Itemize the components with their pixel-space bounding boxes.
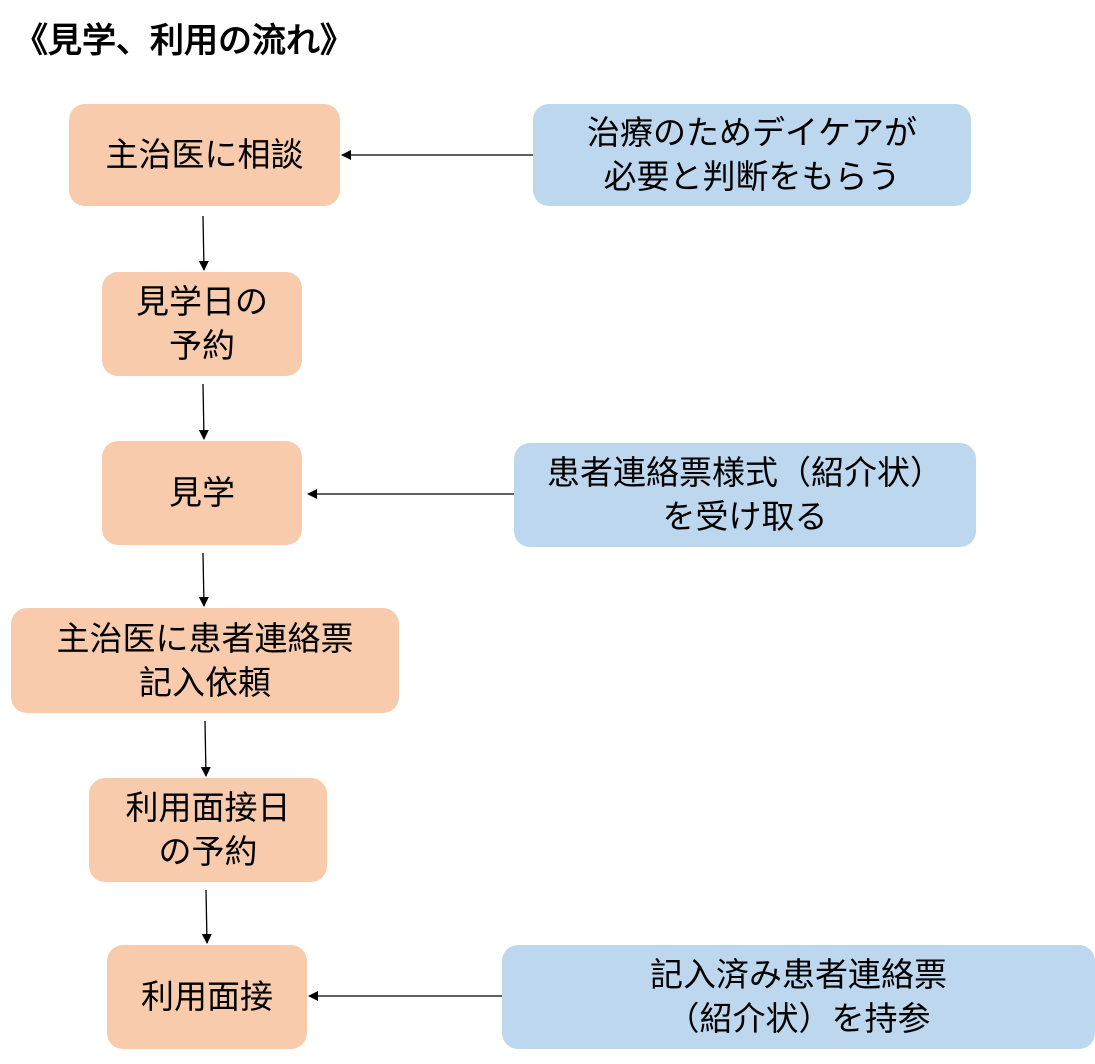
step-request-patient-form: 主治医に患者連絡票 記入依頼 [11, 608, 399, 713]
arrow-step2-to-step3 [198, 383, 209, 440]
note-get-daycare-approval: 治療のためデイケアが 必要と判断をもらう [533, 104, 971, 206]
arrow-step1-to-step2 [198, 215, 209, 271]
note-bring-completed-form: 記入済み患者連絡票 （紹介状）を持参 [502, 945, 1095, 1049]
note-receive-referral-form: 患者連絡票様式（紹介状） を受け取る [514, 443, 976, 547]
step-interview: 利用面接 [107, 945, 307, 1049]
step-book-interview-date: 利用面接日 の予約 [89, 778, 327, 882]
arrow-step4-to-step5 [200, 720, 211, 777]
arrow-step3-to-step4 [198, 552, 209, 607]
step-consult-doctor: 主治医に相談 [69, 104, 340, 206]
step-book-tour-date: 見学日の 予約 [102, 272, 302, 376]
arrow-step5-to-step6 [201, 889, 212, 944]
step-tour: 見学 [102, 441, 302, 545]
page-title: 《見学、利用の流れ》 [14, 21, 354, 61]
